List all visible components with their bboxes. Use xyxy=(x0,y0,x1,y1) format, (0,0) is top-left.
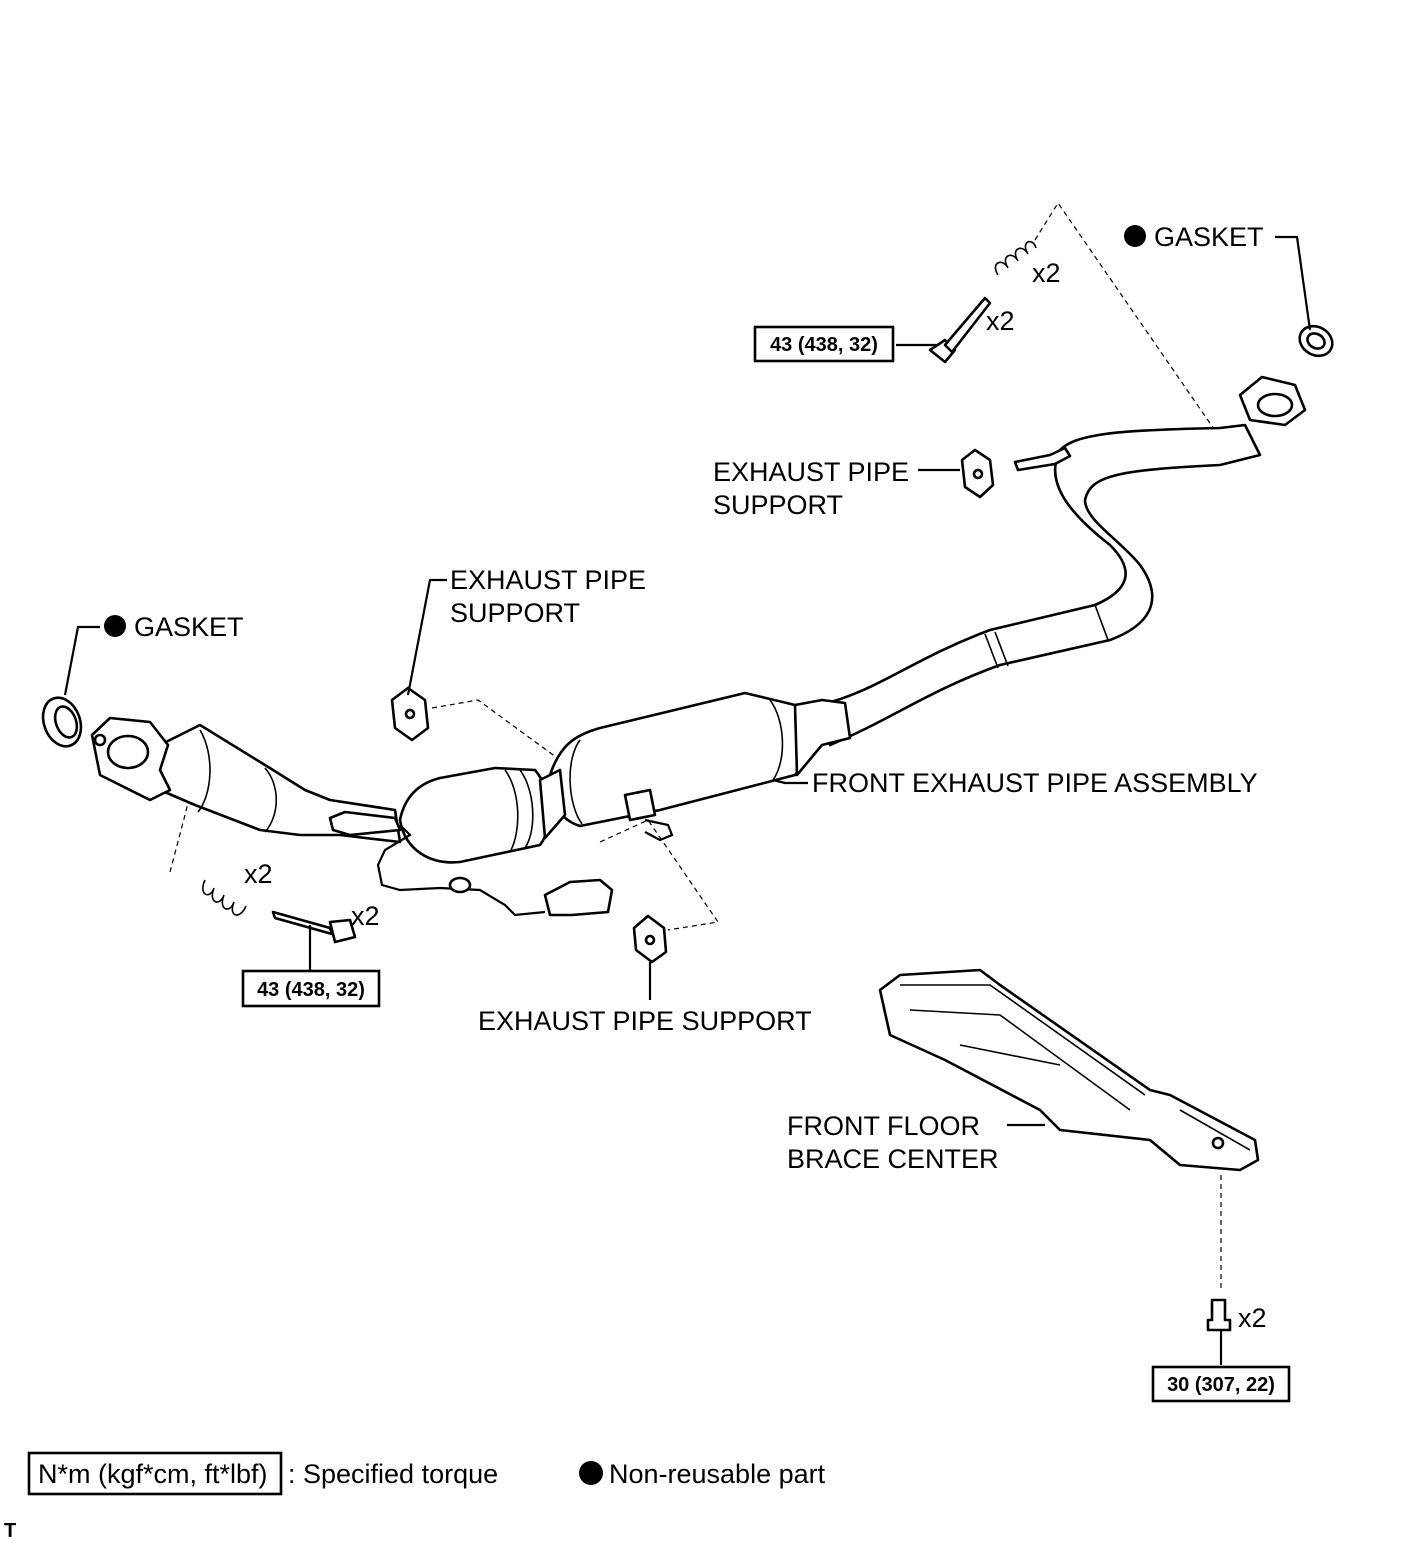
bolt-left xyxy=(271,910,357,944)
support-bottom-label: EXHAUST PIPE SUPPORT xyxy=(478,1006,812,1036)
bolt-top xyxy=(928,296,992,364)
legend-torque-box xyxy=(27,1451,283,1496)
exhaust-pipe-support-center xyxy=(390,686,430,742)
bolt-brace xyxy=(1206,1298,1232,1332)
legend-nonreusable-desc: Non-reusable part xyxy=(609,1459,826,1489)
non-reusable-dot-left xyxy=(104,615,126,637)
legend-torque-desc: : Specified torque xyxy=(288,1459,498,1489)
qty-bolt-left: x2 xyxy=(351,901,380,931)
qty-bolt-top: x2 xyxy=(986,306,1015,336)
torque-box-top xyxy=(753,325,895,363)
gasket-left xyxy=(41,696,83,748)
torque-box-left xyxy=(241,969,381,1008)
spring-left xyxy=(202,879,247,916)
brace-label-2: BRACE CENTER xyxy=(787,1144,999,1174)
torque-top-value: 43 (438, 32) xyxy=(770,334,878,356)
exhaust-pipe-support-bottom xyxy=(632,914,668,964)
qty-spring-top: x2 xyxy=(1032,258,1061,288)
brace-label-1: FRONT FLOOR xyxy=(787,1111,980,1141)
gasket-top-label: GASKET xyxy=(1154,222,1264,252)
exhaust-pipe-support-top-right xyxy=(960,448,995,499)
qty-bolt-brace: x2 xyxy=(1238,1303,1267,1333)
legend-torque-unit: N*m (kgf*cm, ft*lbf) xyxy=(38,1459,268,1489)
support-top-right-label-2: SUPPORT xyxy=(713,490,843,520)
qty-spring-left: x2 xyxy=(244,859,273,889)
front-exhaust-pipe-assembly xyxy=(90,375,1307,917)
non-reusable-dot-top xyxy=(1124,225,1146,247)
support-center-label-1: EXHAUST PIPE xyxy=(450,565,646,595)
leader-lines xyxy=(63,235,1312,1365)
torque-left-value: 43 (438, 32) xyxy=(257,979,365,1001)
support-center-label-2: SUPPORT xyxy=(450,598,580,628)
corner-mark: T xyxy=(4,1520,16,1542)
alignment-lines xyxy=(169,201,1226,1290)
front-exhaust-pipe-label: FRONT EXHAUST PIPE ASSEMBLY xyxy=(812,768,1258,798)
torque-box-brace xyxy=(1151,1365,1291,1403)
gasket-top-right xyxy=(1298,324,1334,358)
filled-circle-icon xyxy=(579,1461,603,1485)
spring-top xyxy=(994,240,1037,276)
gasket-left-label: GASKET xyxy=(134,612,244,642)
torque-brace-value: 30 (307, 22) xyxy=(1167,1374,1275,1396)
front-floor-brace-center xyxy=(878,968,1260,1172)
support-top-right-label-1: EXHAUST PIPE xyxy=(713,457,909,487)
